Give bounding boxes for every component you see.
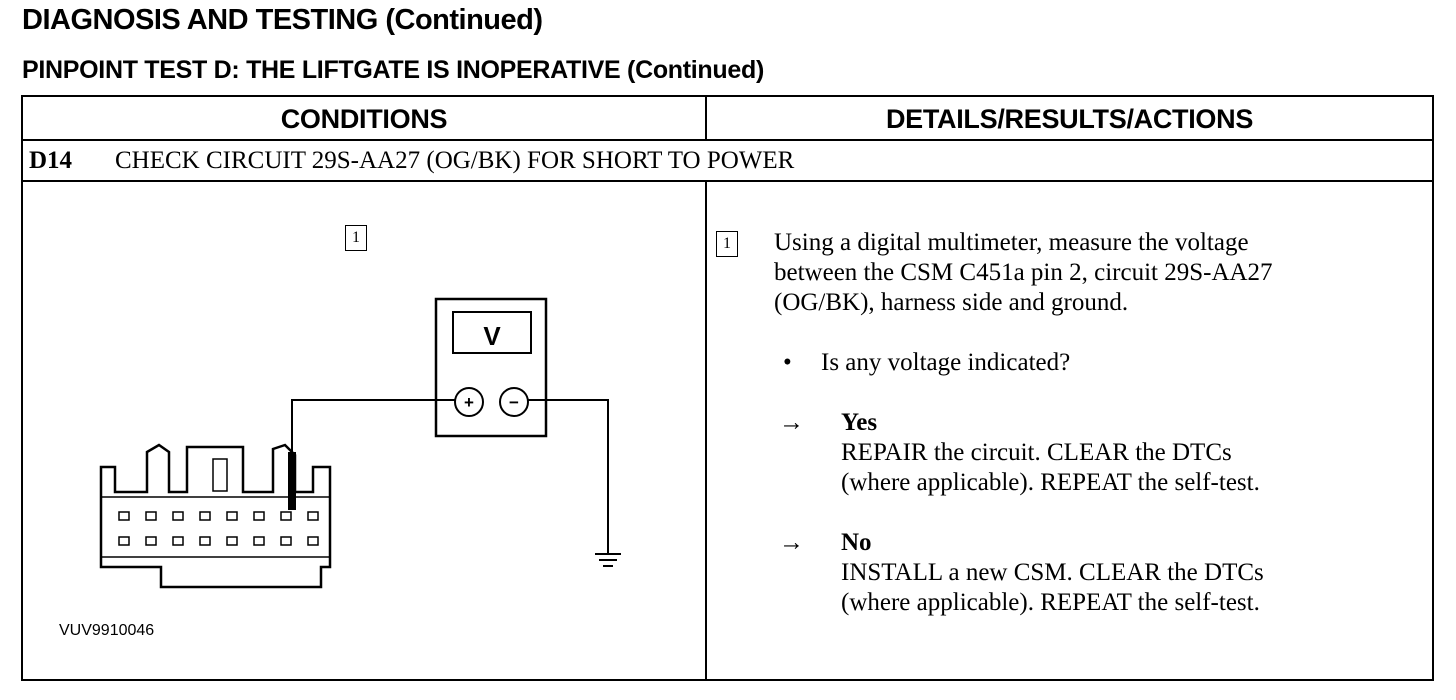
multimeter-diagram: V + − xyxy=(99,297,621,589)
step-title: CHECK CIRCUIT 29S-AA27 (OG/BK) FOR SHORT… xyxy=(115,147,795,174)
meter-display: V xyxy=(483,321,501,351)
header-divider xyxy=(705,97,707,141)
multimeter-icon: V + − xyxy=(434,297,548,438)
table-header: CONDITIONS DETAILS/RESULTS/ACTIONS xyxy=(23,97,1432,141)
bullet-icon: • xyxy=(783,349,792,376)
step-id: D14 xyxy=(29,147,73,174)
details-step-marker: 1 xyxy=(716,231,738,257)
ground-icon xyxy=(595,553,621,567)
connector-icon xyxy=(99,443,332,589)
result-no: No INSTALL a new CSM. CLEAR the DTCs (wh… xyxy=(841,528,1264,618)
yes-label: Yes xyxy=(841,409,878,436)
yes-action-line: REPAIR the circuit. CLEAR the DTCs xyxy=(841,439,1232,466)
instruction-text: Using a digital multimeter, measure the … xyxy=(774,228,1273,318)
pinpoint-test-table: CONDITIONS DETAILS/RESULTS/ACTIONS D14 C… xyxy=(21,95,1434,681)
page-subtitle: PINPOINT TEST D: THE LIFTGATE IS INOPERA… xyxy=(22,56,764,84)
negative-lead xyxy=(528,399,609,554)
yes-action-line: (where applicable). REPEAT the self-test… xyxy=(841,469,1260,496)
diagram-step-marker: 1 xyxy=(345,225,367,251)
no-label: No xyxy=(841,529,872,556)
no-action-line: INSTALL a new CSM. CLEAR the DTCs xyxy=(841,559,1264,586)
instruction-line: Using a digital multimeter, measure the … xyxy=(774,229,1249,256)
details-header: DETAILS/RESULTS/ACTIONS xyxy=(885,104,1254,134)
minus-terminal: − xyxy=(509,393,519,412)
page-title: DIAGNOSIS AND TESTING (Continued) xyxy=(22,4,543,36)
conditions-header: CONDITIONS xyxy=(280,104,448,134)
step-row: D14 CHECK CIRCUIT 29S-AA27 (OG/BK) FOR S… xyxy=(23,141,1432,182)
arrow-icon: → xyxy=(779,529,804,556)
result-yes: Yes REPAIR the circuit. CLEAR the DTCs (… xyxy=(841,408,1260,498)
figure-id: VUV9910046 xyxy=(59,622,155,639)
body-divider xyxy=(705,182,707,679)
instruction-line: (OG/BK), harness side and ground. xyxy=(774,289,1129,316)
probe xyxy=(288,452,296,510)
no-action-line: (where applicable). REPEAT the self-test… xyxy=(841,589,1260,616)
instruction-line: between the CSM C451a pin 2, circuit 29S… xyxy=(774,259,1273,286)
plus-terminal: + xyxy=(464,393,474,412)
question-text: Is any voltage indicated? xyxy=(821,349,1071,376)
arrow-icon: → xyxy=(779,409,804,436)
